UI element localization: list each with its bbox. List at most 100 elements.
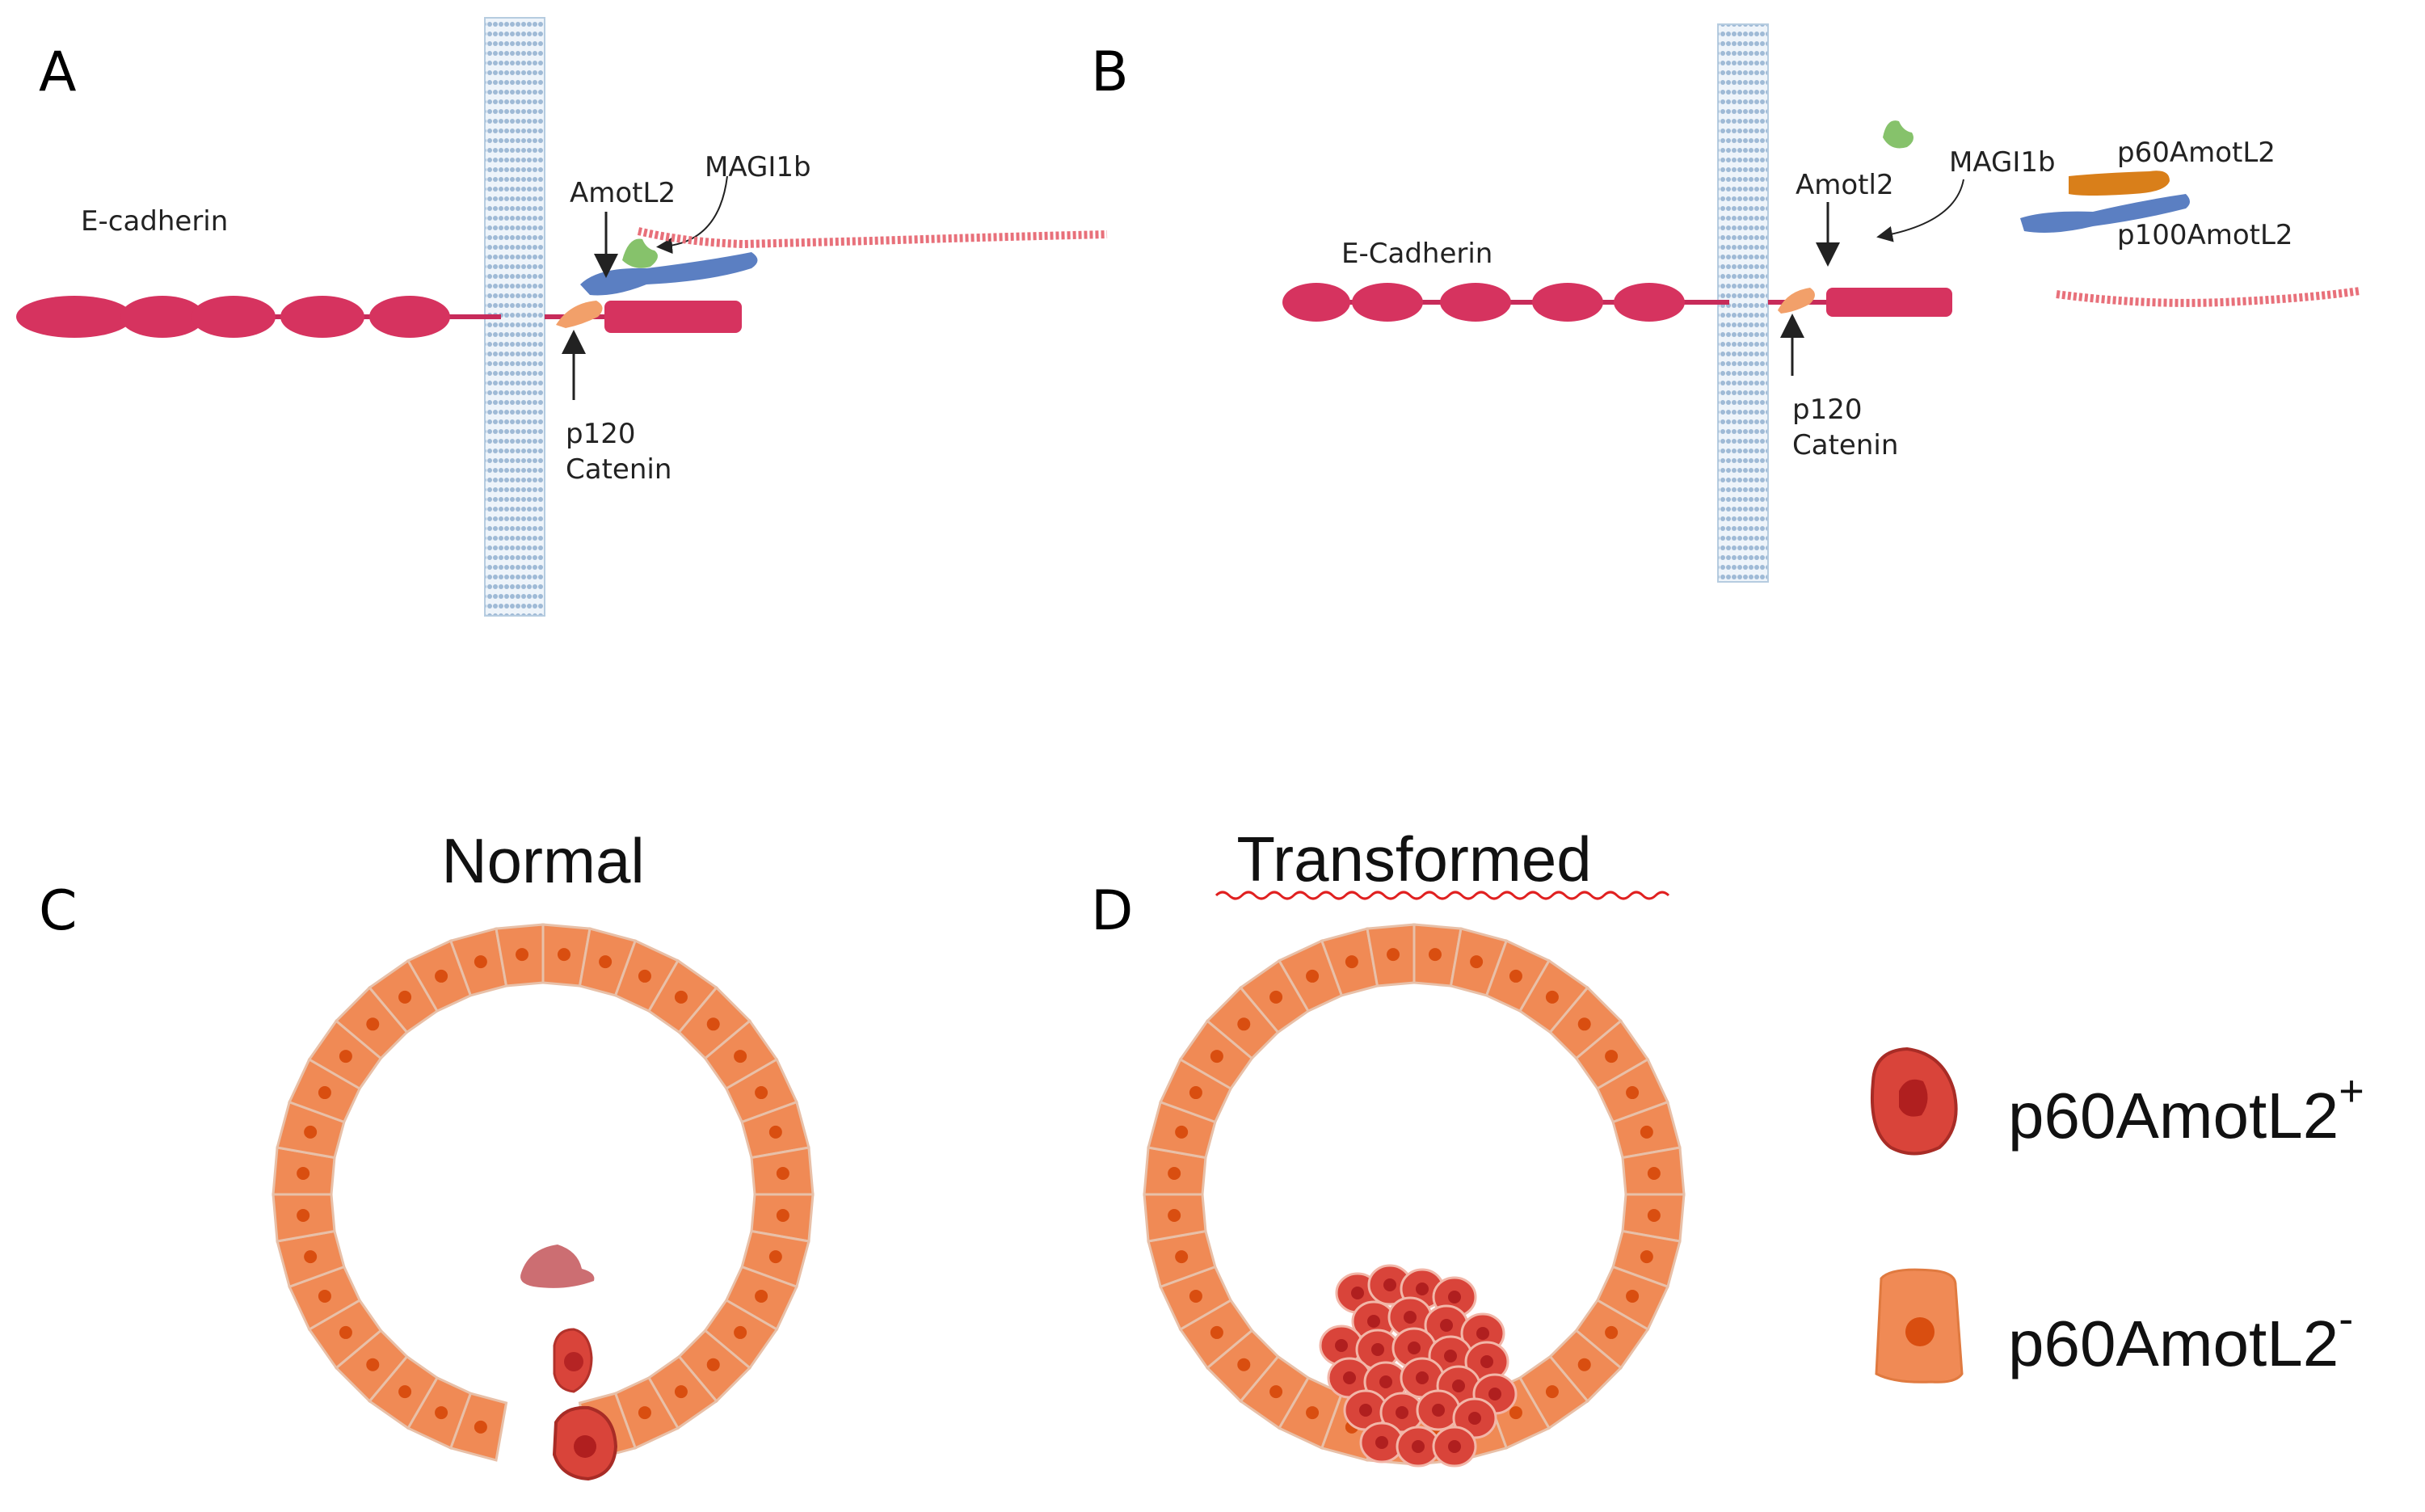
cell-nucleus xyxy=(398,990,412,1004)
cell-nucleus xyxy=(1452,1379,1465,1392)
cell-nucleus xyxy=(638,1406,651,1420)
cell-nucleus xyxy=(1605,1050,1619,1063)
actin-filament xyxy=(2056,287,2360,307)
magi1b-arrow xyxy=(656,175,728,255)
cell-nucleus xyxy=(1647,1167,1661,1181)
panel-d-title: Transformed xyxy=(1236,823,1591,895)
cell-nucleus xyxy=(318,1086,331,1100)
legend-negative-sup: - xyxy=(2339,1295,2353,1343)
cell-nucleus xyxy=(1168,1167,1181,1181)
cell-nucleus xyxy=(1488,1388,1501,1400)
cell-nucleus xyxy=(755,1086,768,1100)
p120-catenin-protein xyxy=(1778,288,1815,314)
cell-nucleus xyxy=(297,1208,310,1222)
cell-nucleus xyxy=(1545,1385,1559,1399)
cell-nucleus xyxy=(435,1406,448,1420)
cell-nucleus xyxy=(1345,955,1358,969)
spellcheck-underline xyxy=(1215,891,1670,900)
cell-nucleus xyxy=(1509,1406,1522,1420)
cell-nucleus xyxy=(398,1385,412,1399)
cell-nucleus xyxy=(1237,1017,1251,1031)
legend-positive-label: p60AmotL2+ xyxy=(2008,1067,2364,1152)
cell-nucleus xyxy=(1416,1282,1429,1295)
cell-nucleus xyxy=(1269,990,1283,1004)
cell-nucleus xyxy=(734,1325,747,1339)
acinus-normal xyxy=(272,923,815,1481)
cell-nucleus xyxy=(1343,1371,1356,1384)
magi1b-arrow xyxy=(1876,179,1964,242)
amotl2-label: AmotL2 xyxy=(570,177,676,209)
legend: p60AmotL2+ p60AmotL2- xyxy=(1870,1047,2364,1384)
cell-nucleus xyxy=(516,948,529,962)
legend-positive-swatch xyxy=(1870,1047,1958,1156)
cell-nucleus xyxy=(1387,948,1400,962)
legend-positive-sup: + xyxy=(2339,1067,2364,1115)
cell-nucleus xyxy=(1383,1278,1396,1291)
cell-nucleus xyxy=(1416,1371,1429,1384)
cell-nucleus xyxy=(1577,1358,1591,1371)
cell-nucleus xyxy=(1480,1355,1493,1368)
p100-amotl2-label: p100AmotL2 xyxy=(2117,219,2293,251)
ecadherin-protein xyxy=(1282,283,1952,322)
cell-nucleus xyxy=(1375,1436,1388,1449)
cell-nucleus xyxy=(1359,1404,1372,1417)
cell-nucleus xyxy=(557,948,570,962)
cell-nucleus xyxy=(1379,1375,1392,1388)
cell-nucleus xyxy=(1168,1208,1181,1222)
cell-nucleus xyxy=(1444,1350,1457,1362)
panel-c-title: Normal xyxy=(441,825,644,896)
p120-catenin-protein xyxy=(556,301,603,328)
cell-nucleus xyxy=(1605,1325,1619,1339)
cell-nucleus xyxy=(1448,1291,1461,1304)
ecadherin-label: E-cadherin xyxy=(81,205,228,238)
cell-nucleus xyxy=(339,1325,352,1339)
cell-nucleus xyxy=(1237,1358,1251,1371)
panel-b: B E-Cadherin p120 Catenin Amotl2 MAGI1b … xyxy=(1091,23,2360,583)
cell-nucleus xyxy=(768,1250,782,1264)
cell-nucleus xyxy=(435,969,448,983)
cell-nucleus xyxy=(1509,969,1522,983)
panel-d-letter: D xyxy=(1091,879,1133,943)
cell-nucleus xyxy=(1371,1343,1384,1356)
cell-nucleus xyxy=(1367,1315,1380,1328)
legend-negative-label: p60AmotL2- xyxy=(2008,1295,2353,1379)
cell-nucleus xyxy=(1640,1125,1653,1139)
p120-label-line2: Catenin xyxy=(1792,429,1898,461)
cell-nucleus xyxy=(1577,1017,1591,1031)
cell-nucleus xyxy=(564,1352,583,1371)
cell-nucleus xyxy=(1404,1311,1417,1324)
cell-nucleus xyxy=(1470,955,1484,969)
magi1b-label: MAGI1b xyxy=(705,151,811,183)
actin-filament xyxy=(637,227,1108,249)
cell-nucleus xyxy=(1412,1440,1425,1453)
p100-amotl2-protein xyxy=(2020,194,2190,233)
panel-d: D Transformed xyxy=(1091,823,1686,1468)
cell-nucleus xyxy=(1432,1404,1445,1417)
legend-negative-swatch xyxy=(1875,1268,1964,1384)
magi1b-label: MAGI1b xyxy=(1949,146,2056,179)
panel-a: A E-cadherin p120 Catenin AmotL2 MAGI1b xyxy=(16,17,1108,617)
cell-nucleus xyxy=(1545,990,1559,1004)
amotl2-protein xyxy=(580,252,758,296)
cell-nucleus xyxy=(1351,1287,1364,1299)
cell-nucleus xyxy=(1210,1050,1223,1063)
cell-nucleus xyxy=(1408,1341,1421,1354)
cell-nucleus xyxy=(1626,1086,1640,1100)
p60-positive-cell-cluster xyxy=(1319,1264,1518,1468)
magi1b-protein xyxy=(622,238,658,268)
cell-nucleus xyxy=(674,1385,688,1399)
cell-nucleus xyxy=(574,1435,596,1458)
cell-nucleus xyxy=(674,990,688,1004)
cell-nucleus xyxy=(1640,1250,1653,1264)
cell-nucleus xyxy=(706,1358,720,1371)
cell-nucleus xyxy=(1175,1125,1189,1139)
cell-nucleus xyxy=(339,1050,352,1063)
cell-nucleus xyxy=(1440,1319,1453,1332)
cell-nucleus xyxy=(638,969,651,983)
legend-negative-base: p60AmotL2 xyxy=(2008,1308,2339,1379)
cell-nucleus xyxy=(304,1250,318,1264)
cell-nucleus xyxy=(474,955,487,969)
cell-nucleus xyxy=(1468,1412,1481,1425)
cell-nucleus xyxy=(304,1125,318,1139)
apoptotic-debris xyxy=(520,1245,595,1288)
